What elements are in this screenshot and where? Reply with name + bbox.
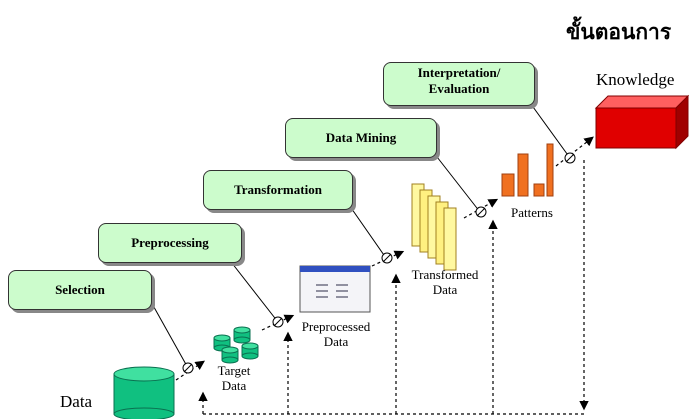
transformed-data-label: Transformed Data xyxy=(402,267,488,298)
target-data-label: Target Data xyxy=(212,363,256,394)
evaluation-label: Evaluation xyxy=(428,81,490,96)
diagram-title: ขั้นตอนการ xyxy=(566,20,672,44)
preprocessed-data-label-line1: Preprocessed xyxy=(301,319,371,334)
selection-pointer-line xyxy=(149,299,189,369)
preprocessed-data-label-line2: Data xyxy=(323,333,349,349)
knowledge-label: Knowledge xyxy=(596,70,675,89)
interpretation-step-box: Interpretation/ Evaluation xyxy=(383,62,535,106)
data-mining-label: Data Mining xyxy=(325,130,397,145)
transformation-step-box: Transformation xyxy=(203,170,353,210)
target-data-label-line1: Target xyxy=(217,363,251,378)
data-label: Data xyxy=(60,392,93,411)
transformation-label: Transformation xyxy=(234,182,322,197)
preprocessing-step-box: Preprocessing xyxy=(98,223,242,263)
transformed-data-label-line1: Transformed xyxy=(411,267,479,282)
preprocessed-data-label: Preprocessed Data xyxy=(296,319,376,350)
preprocessed-data-table-icon xyxy=(299,265,371,313)
target-data-label-line2: Data xyxy=(221,377,247,393)
patterns-label: Patterns xyxy=(511,205,553,220)
knowledge-cube-icon xyxy=(594,94,689,150)
selection-step-box: Selection xyxy=(8,270,152,310)
transformed-data-scrolls-icon xyxy=(411,183,457,271)
patterns-bar-icon xyxy=(501,143,554,197)
data-mining-step-box: Data Mining xyxy=(285,118,437,158)
interpretation-pointer-line xyxy=(527,99,571,159)
target-data-icon xyxy=(213,326,259,364)
data-mining-pointer-line xyxy=(429,147,481,213)
selection-label: Selection xyxy=(55,282,105,297)
preprocessing-label: Preprocessing xyxy=(131,235,209,250)
preprocessing-pointer-line xyxy=(227,257,279,323)
patterns-to-knowledge-arrow xyxy=(555,136,594,167)
data-database-icon xyxy=(113,366,175,419)
interpretation-label: Interpretation/ xyxy=(417,65,501,80)
transformed-data-label-line2: Data xyxy=(432,281,458,297)
